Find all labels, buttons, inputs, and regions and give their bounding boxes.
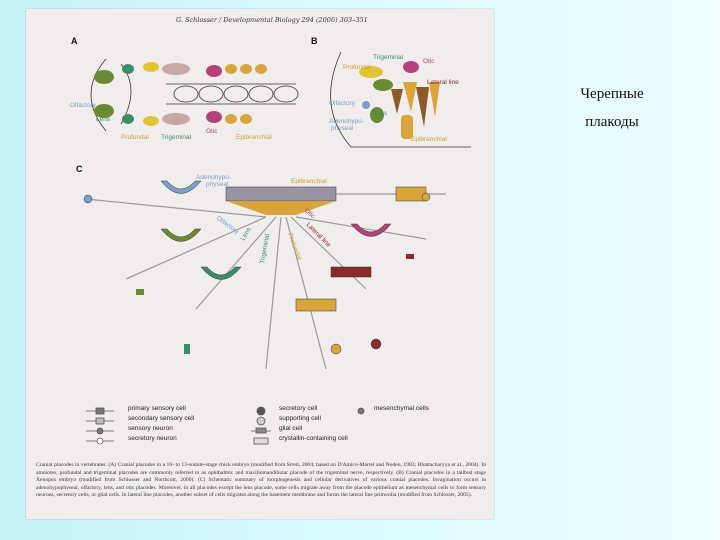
label-b-lateral-line: Lateral line	[427, 79, 459, 86]
figure-header: G. Schlosser / Developmental Biology 294…	[176, 16, 368, 24]
panel-label-a: A	[71, 36, 78, 46]
label-a-trigeminal: Trigeminal	[161, 134, 192, 141]
legend-label-secretory-neuron: secretory neuron	[128, 435, 177, 442]
panel-c-diagram: Adenohypo- physeal Epibranchial Olfactor…	[83, 174, 446, 370]
label-b-adenohypophyseal-1: Adenohypo-	[329, 118, 364, 125]
label-a-otic: Otic	[206, 128, 218, 135]
label-c-trigeminal: Trigeminal	[259, 233, 271, 264]
slide-title-line-1: Черепные	[580, 86, 644, 102]
label-a-lens: Lens	[96, 116, 111, 123]
label-c-adenohypophyseal-2: physeal	[206, 181, 229, 188]
label-c-epibranchial: Epibranchial	[291, 178, 327, 185]
label-a-profundal: Profundal	[121, 134, 149, 141]
label-a-olfactory: Olfactory	[70, 102, 97, 109]
embryo-b-outline	[330, 51, 471, 148]
label-c-olfactory: Olfactory	[215, 215, 241, 236]
legend-symbols	[86, 406, 365, 445]
label-b-lens: Lens	[373, 110, 388, 117]
legend-label-sensory-neuron: sensory neuron	[128, 425, 173, 432]
legend-label-mesenchymal-cells: mesenchymal cells	[374, 405, 429, 412]
label-a-epibranchial: Epibranchial	[236, 134, 272, 141]
label-c-adenohypophyseal-1: Adenohypo-	[196, 174, 231, 181]
invaginated-placodes	[160, 180, 427, 312]
panel-a-diagram: Olfactory Lens Profundal Trigeminal Otic…	[70, 58, 299, 141]
slide-title: Черепные плакоды	[512, 80, 712, 136]
label-b-trigeminal: Trigeminal	[373, 54, 404, 61]
label-b-otic: Otic	[423, 58, 435, 65]
legend-label-crystallin-containing-cell: crystallin-containing cell	[279, 435, 348, 442]
legend-label-glial-cell: glial cell	[279, 425, 303, 432]
label-b-epibranchial: Epibranchial	[411, 136, 447, 143]
legend-label-secondary-sensory-cell: secondary sensory cell	[128, 415, 195, 422]
panel-label-c: C	[76, 164, 83, 174]
central-epithelium	[225, 186, 337, 215]
label-b-olfactory: Olfactory	[329, 100, 356, 107]
slide-title-line-2: плакоды	[585, 114, 639, 130]
figure-caption: Cranial placodes in vertebrates. (A) Cra…	[36, 462, 486, 499]
label-b-adenohypophyseal-2: physeal	[331, 125, 354, 132]
derived-cells	[83, 192, 431, 355]
embryo-outline	[90, 58, 299, 132]
label-c-lateral-line: Lateral line	[305, 221, 333, 249]
label-b-profundal: Profundal	[343, 64, 371, 71]
placode-b-shapes	[359, 61, 440, 139]
label-c-profundal: Profundal	[286, 232, 302, 261]
legend-label-supporting-cell: supporting cell	[279, 415, 321, 422]
placode-shapes	[94, 62, 267, 126]
arrows	[85, 193, 446, 370]
panel-label-b: B	[311, 36, 318, 46]
legend-label-primary-sensory-cell: primary sensory cell	[128, 405, 186, 412]
figure-image: G. Schlosser / Developmental Biology 294…	[26, 9, 494, 519]
panel-b-diagram: Profundal Trigeminal Otic Lateral line O…	[329, 51, 471, 148]
legend-label-secretory-cell: secretory cell	[279, 405, 318, 412]
